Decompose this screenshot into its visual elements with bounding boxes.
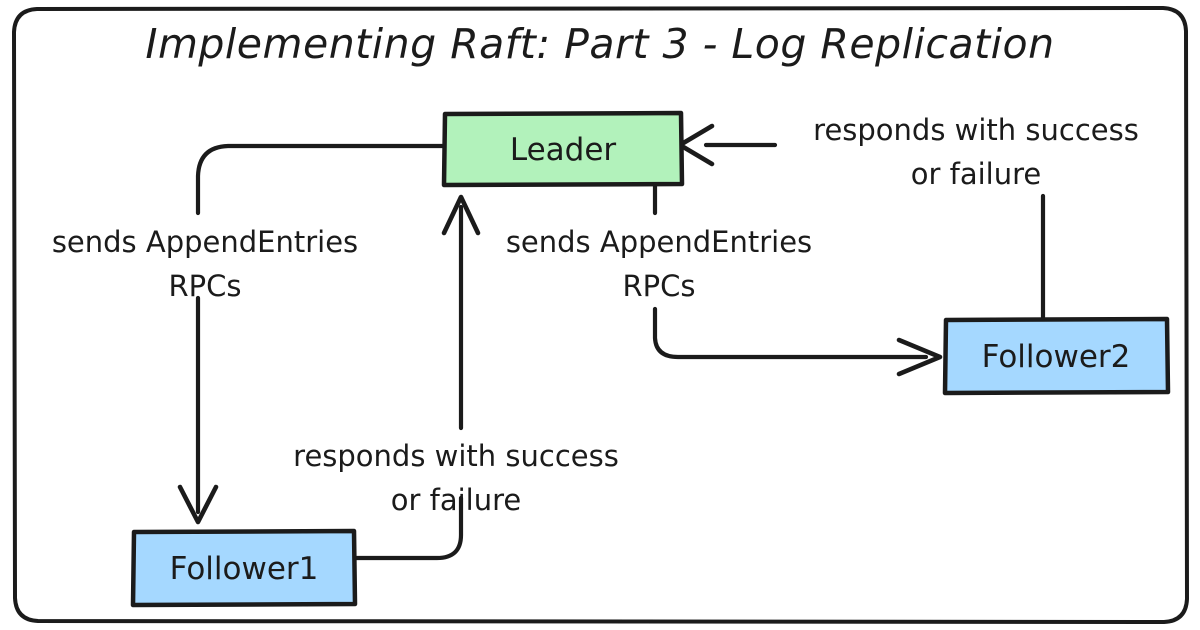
node-follower2[interactable]: Follower2 — [942, 316, 1171, 396]
edge-label-line1: responds with success — [813, 113, 1139, 147]
edge-label-line1: responds with success — [293, 439, 619, 473]
edge-label-line2: RPCs — [169, 269, 242, 303]
edge-label-leader-to-follower2: sends AppendEntries RPCs — [506, 225, 812, 303]
edge-follower1-to-leader — [352, 194, 481, 561]
diagram-title: Implementing Raft: Part 3 - Log Replicat… — [145, 20, 1054, 68]
node-follower1-label: Follower1 — [170, 551, 319, 587]
edge-label-line2: or failure — [391, 483, 522, 517]
edge-label-line1: sends AppendEntries — [506, 225, 812, 259]
edge-leader-to-follower1 — [177, 143, 447, 525]
edge-label-line2: or failure — [911, 157, 1042, 191]
node-leader[interactable]: Leader — [441, 110, 685, 188]
edge-label-follower1-to-leader: responds with success or failure — [293, 439, 619, 517]
edge-label-line2: RPCs — [623, 269, 696, 303]
edge-label-follower2-to-leader: responds with success or failure — [813, 113, 1139, 191]
node-leader-label: Leader — [510, 132, 617, 168]
edge-leader-to-follower2 — [652, 182, 943, 377]
edge-label-line1: sends AppendEntries — [52, 225, 358, 259]
node-follower1[interactable]: Follower1 — [130, 528, 358, 608]
diagram-frame — [12, 6, 1189, 624]
edge-follower2-to-leader — [677, 123, 1046, 322]
edge-label-leader-to-follower1: sends AppendEntries RPCs — [52, 225, 358, 303]
node-follower2-label: Follower2 — [982, 339, 1131, 375]
